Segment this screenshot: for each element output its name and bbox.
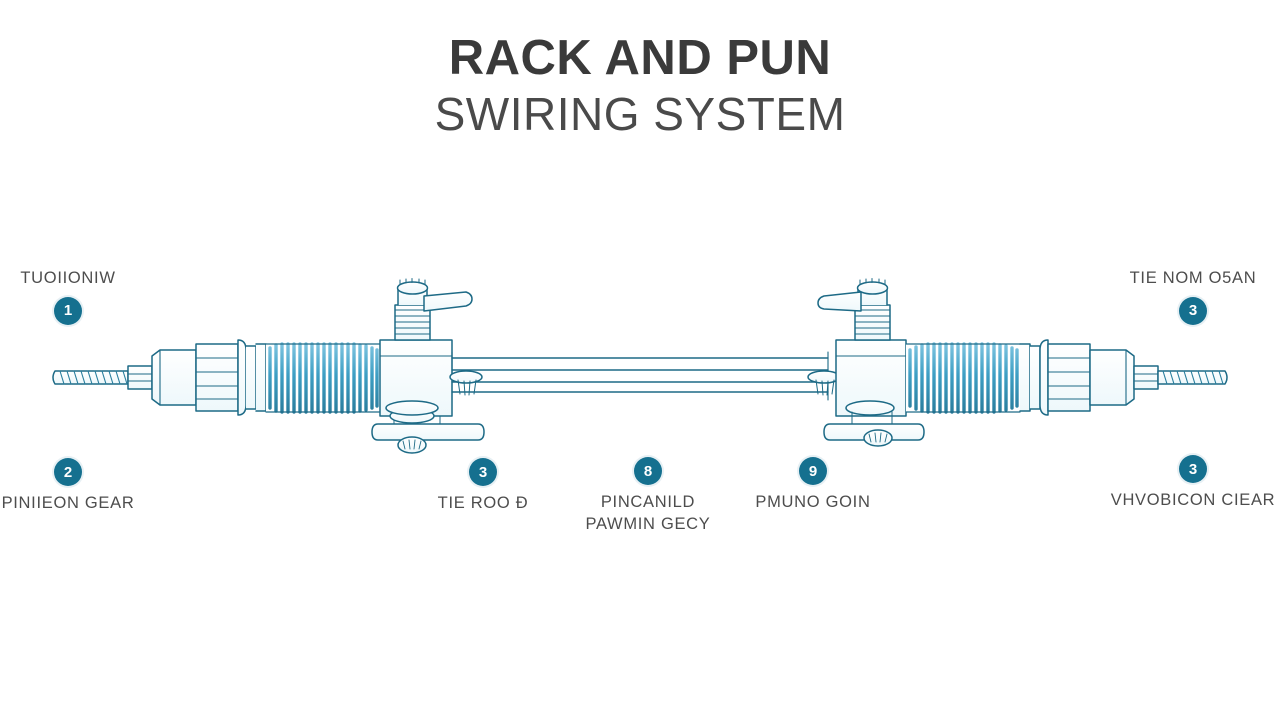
callout-4-label-line-2: PAWMIN GECY [585,514,711,533]
callout-3-badge[interactable]: 3 [469,458,497,486]
callout-7[interactable]: 3 VHVOBICON CIEAR [1073,455,1280,512]
callout-7-badge[interactable]: 3 [1179,455,1207,483]
callout-4[interactable]: 8 PINCANILD PAWMIN GECY [528,457,768,536]
callout-1-badge[interactable]: 1 [54,296,82,325]
right-pinion-housing [817,278,925,447]
callout-4-label-line-1: PINCANILD [600,493,696,511]
callout-3-label: TIE ROO Đ [437,494,529,512]
title-line-2: SWIRING SYSTEM [434,88,846,140]
right-tie-rod-thread [1133,365,1228,390]
right-bellows-boot [905,342,1021,414]
callout-3[interactable]: 3 TIE ROO Đ [363,458,603,515]
page-title: RACK AND PUN SWIRING SYSTEM [0,34,1280,141]
center-rack-tube [449,351,841,401]
callout-2-label: PINIIEON GEAR [1,494,135,512]
callout-6[interactable]: TIE NOM O5AN 3 [1073,268,1280,325]
callout-1-label: TUOIIONIW [20,269,116,287]
callout-5-badge[interactable]: 9 [799,457,827,485]
callout-5-label: PMUNO GOIN [755,493,871,511]
callout-4-badge[interactable]: 8 [634,457,662,485]
callout-6-badge[interactable]: 3 [1179,296,1207,325]
left-pinion-housing [371,278,485,454]
callout-6-label: TIE NOM O5AN [1129,269,1257,287]
callout-1[interactable]: TUOIIONIW 1 [0,268,188,325]
callout-7-label: VHVOBICON CIEAR [1110,491,1276,509]
callout-2[interactable]: 2 PINIIEON GEAR [0,458,188,515]
callout-2-badge[interactable]: 2 [54,458,82,486]
left-tie-rod-thread [52,365,153,390]
left-inner-housing [151,339,267,416]
callout-5[interactable]: 9 PMUNO GOIN [693,457,933,514]
title-line-1: RACK AND PUN [448,31,832,85]
right-inner-housing [1019,339,1135,416]
left-bellows-boot [265,342,381,414]
